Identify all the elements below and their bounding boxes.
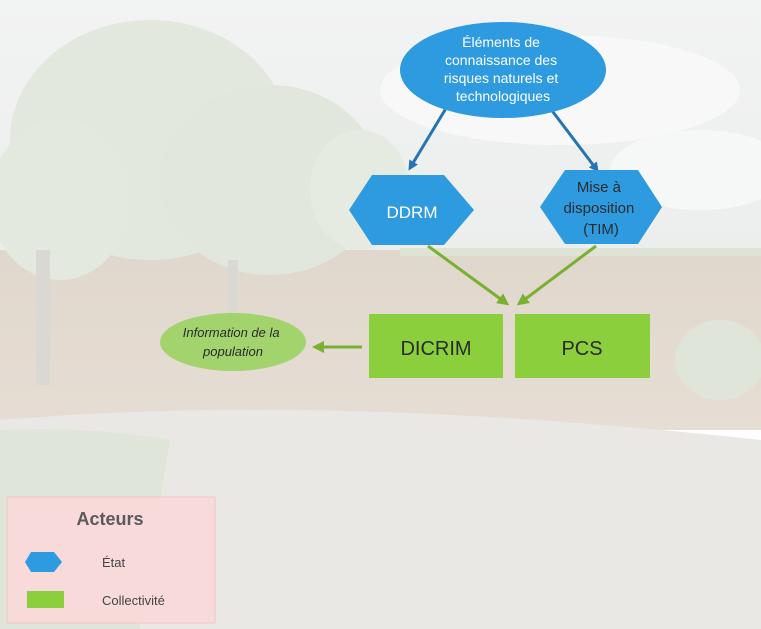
legend-item-etat: État [102, 555, 126, 570]
elements-line-3: risques naturels et [444, 70, 559, 86]
arrow-ddrm-to-dicrim [427, 244, 510, 306]
information-line-2: population [202, 344, 263, 359]
ddrm-label: DDRM [387, 203, 438, 222]
elements-line-2: connaissance des [445, 52, 557, 68]
node-dicrim: DICRIM [369, 314, 503, 378]
arrow-elements-to-ddrm [408, 104, 450, 171]
elements-line-4: technologiques [456, 88, 550, 104]
arrow-elements-to-tim [548, 107, 599, 173]
node-pcs: PCS [515, 314, 650, 378]
connectors [312, 104, 599, 353]
elements-line-1: Éléments de [462, 34, 540, 50]
node-ddrm: DDRM [349, 175, 474, 245]
tim-label: Mise à disposition (TIM) [563, 179, 638, 238]
tim-line-1: Mise à [577, 179, 622, 196]
information-line-1: Information de la [183, 325, 280, 340]
legend: Acteurs État Collectivité [6, 496, 216, 624]
arrow-tim-to-dicrim [516, 244, 597, 306]
dicrim-label: DICRIM [400, 338, 471, 360]
legend-title: Acteurs [76, 509, 143, 529]
node-elements-connaissance: Éléments de connaissance des risques nat… [400, 22, 606, 118]
tim-line-3: (TIM) [583, 221, 619, 238]
legend-item-collectivite: Collectivité [102, 593, 165, 608]
legend-rectangle-icon [27, 591, 64, 608]
node-tim: Mise à disposition (TIM) [540, 170, 662, 244]
information-label: Information de la population [183, 325, 283, 359]
pcs-label: PCS [561, 338, 602, 360]
legend-hexagon-icon [25, 552, 62, 572]
node-information-population: Information de la population [160, 313, 306, 371]
tim-line-2: disposition [563, 200, 634, 217]
node-elements-label: Éléments de connaissance des risques nat… [444, 34, 562, 104]
